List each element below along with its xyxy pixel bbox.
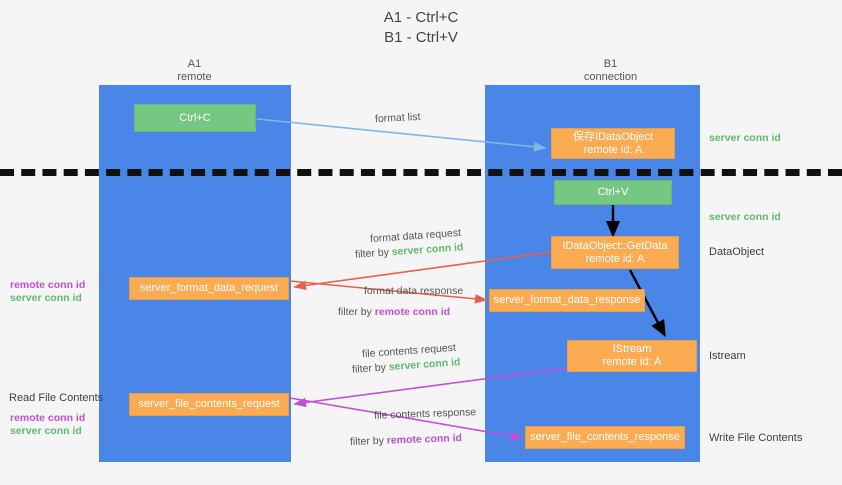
box-save-idataobject-line1: 保存IDataObject xyxy=(572,130,654,143)
label-left-remote-conn-id-2: remote conn id xyxy=(10,412,86,424)
box-ctrl-v[interactable]: Ctrl+V xyxy=(554,180,672,205)
filter-by-text-2: filter by xyxy=(338,306,375,318)
column-a1-sub: remote xyxy=(177,71,212,83)
filter-by-text-4: filter by xyxy=(349,434,387,448)
box-save-idataobject-line2: remote id: A xyxy=(583,143,643,156)
box-ctrl-v-label: Ctrl+V xyxy=(597,186,629,198)
box-istream[interactable]: IStream remote id: A xyxy=(567,340,697,372)
label-file-contents-response: file contents response xyxy=(373,406,477,422)
box-server-format-data-response[interactable]: server_format_data_response xyxy=(489,289,645,312)
page-title: A1 - Ctrl+C B1 - Ctrl+V xyxy=(0,8,842,48)
column-a1-name: A1 xyxy=(187,58,202,70)
box-istream-line1: IStream xyxy=(612,343,652,355)
box-server-format-data-response-label: server_format_data_response xyxy=(493,294,641,306)
label-left-server-conn-id-2: server conn id xyxy=(10,425,82,437)
label-format-list: format list xyxy=(374,110,421,126)
label-right-istream: Istream xyxy=(709,350,746,362)
label-filter-by-remote-conn-id-2: filter by remote conn id xyxy=(350,432,462,449)
label-right-server-conn-id-top: server conn id xyxy=(709,132,781,144)
label-right-dataobject: DataObject xyxy=(709,246,765,258)
box-server-file-contents-response[interactable]: server_file_contents_response xyxy=(525,426,685,449)
box-server-format-data-request-label: server_format_data_request xyxy=(139,282,279,294)
remote-conn-id-text-1: remote conn id xyxy=(374,306,451,318)
remote-conn-id-text-2: remote conn id xyxy=(386,432,463,447)
box-server-file-contents-response-label: server_file_contents_response xyxy=(530,431,680,443)
box-ctrl-c[interactable]: Ctrl+C xyxy=(134,104,256,132)
box-server-file-contents-request-label: server_file_contents_request xyxy=(138,398,280,410)
box-getdata[interactable]: IDataObject::GetData remote id: A xyxy=(551,236,679,269)
label-left-read-file-contents: Read File Contents xyxy=(9,392,104,404)
title-line-2: B1 - Ctrl+V xyxy=(384,29,458,46)
box-getdata-line1: IDataObject::GetData xyxy=(562,239,668,252)
label-right-server-conn-id-mid: server conn id xyxy=(709,211,781,223)
column-header-b1: B1 connection xyxy=(548,58,673,84)
column-header-a1: A1 remote xyxy=(132,58,257,84)
server-conn-id-text-2: server conn id xyxy=(388,356,461,374)
label-filter-by-remote-conn-id-1: filter by remote conn id xyxy=(338,306,450,319)
label-left-remote-conn-id-1: remote conn id xyxy=(10,279,86,291)
column-b1-sub: connection xyxy=(583,71,638,83)
title-line-1: A1 - Ctrl+C xyxy=(383,9,459,26)
box-server-file-contents-request[interactable]: server_file_contents_request xyxy=(129,393,289,416)
box-save-idataobject[interactable]: 保存IDataObject remote id: A xyxy=(551,128,675,159)
label-left-server-conn-id-1: server conn id xyxy=(10,292,82,304)
filter-by-text-1: filter by xyxy=(354,246,393,261)
box-istream-line2: remote id: A xyxy=(602,356,662,368)
box-server-format-data-request[interactable]: server_format_data_request xyxy=(129,277,289,300)
label-format-data-response: format data response xyxy=(364,285,464,297)
filter-by-text-3: filter by xyxy=(351,361,390,376)
box-ctrl-c-label: Ctrl+C xyxy=(179,111,211,124)
label-right-write-file-contents: Write File Contents xyxy=(709,432,803,444)
column-b1-name: B1 xyxy=(603,58,618,70)
phase-divider xyxy=(0,169,842,176)
box-getdata-line2: remote id: A xyxy=(585,252,645,265)
